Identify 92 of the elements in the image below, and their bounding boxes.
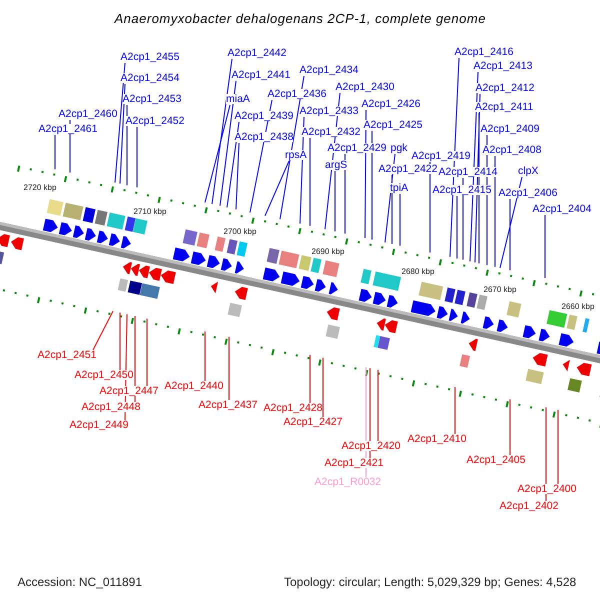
gene-label: A2cp1_2453 — [122, 94, 182, 104]
gene-label: A2cp1_2433 — [300, 106, 358, 116]
gene-label: A2cp1_2438 — [234, 132, 294, 142]
position-label: 2660 kbp — [562, 303, 594, 311]
leader-line — [454, 386, 456, 434]
gene-label: A2cp1_2414 — [438, 166, 498, 177]
leader-line — [322, 357, 324, 418]
gene-label: tpiA — [390, 182, 408, 193]
gene-label: A2cp1_2411 — [475, 102, 534, 112]
leader-line — [212, 58, 232, 205]
gene-label: argS — [325, 160, 348, 170]
gene-label: A2cp1_2409 — [480, 124, 540, 134]
gene-label: A2cp1_2421 — [324, 458, 384, 468]
gene-label: A2cp1_2406 — [498, 188, 558, 198]
gene-label: A2cp1_2404 — [532, 204, 592, 214]
leader-line — [92, 310, 114, 350]
gene-label: A2cp1_2402 — [500, 500, 558, 511]
leader-line — [120, 84, 126, 184]
position-label: 2720 kbp — [24, 184, 56, 192]
gene-label: A2cp1_2460 — [58, 108, 118, 119]
gene-label: A2cp1_2432 — [302, 126, 360, 137]
gene-label: clpX — [518, 166, 538, 176]
leader-line — [450, 58, 460, 258]
gene-label: miaA — [226, 94, 250, 104]
leader-line — [344, 154, 346, 234]
gene-label: A2cp1_2461 — [38, 124, 98, 134]
leader-line — [54, 134, 56, 170]
position-label: 2710 kbp — [134, 208, 166, 216]
gene-label: A2cp1_2442 — [228, 48, 286, 58]
leader-line — [364, 110, 366, 239]
gene-label: A2cp1_2455 — [120, 52, 180, 62]
gene-label: A2cp1_2450 — [74, 370, 134, 380]
leader-line — [146, 318, 148, 386]
gene-label: A2cp1_2448 — [82, 402, 140, 412]
gene-label: A2cp1_2430 — [336, 82, 394, 92]
gene-label: A2cp1_2436 — [268, 88, 326, 99]
leader-line — [544, 214, 546, 278]
gene-label: A2cp1_2437 — [198, 400, 258, 410]
gene-label: A2cp1_2422 — [378, 164, 438, 174]
gene-label: A2cp1_2440 — [164, 380, 224, 391]
gene-label: A2cp1_2429 — [328, 142, 386, 153]
gene-label: A2cp1_2447 — [100, 386, 158, 396]
position-label: 2700 kbp — [224, 228, 256, 236]
leader-line — [228, 336, 230, 400]
genome-stats-text: Topology: circular; Length: 5,029,329 bp; Genes: 4,528 — [284, 576, 576, 588]
gene-label: A2cp1_2413 — [474, 60, 532, 71]
gene-label: A2cp1_2441 — [232, 70, 290, 80]
gene-label: A2cp1_2408 — [482, 144, 542, 155]
gene-label: A2cp1_2410 — [408, 434, 466, 444]
leader-line — [220, 80, 236, 206]
gene-label: A2cp1_2419 — [412, 150, 470, 161]
position-label: 2680 kbp — [402, 268, 434, 276]
accession-text: Accession: NC_011891 — [18, 576, 142, 588]
leader-line — [204, 331, 206, 382]
position-label: 2670 kbp — [484, 286, 516, 294]
gene-label: A2cp1_2449 — [70, 420, 128, 430]
leader-line — [226, 122, 240, 208]
gene-label: A2cp1_2415 — [432, 184, 492, 195]
gene-label: A2cp1_2426 — [362, 98, 420, 109]
leader-line — [134, 315, 136, 402]
gene-label: A2cp1_2427 — [284, 416, 342, 427]
gene-label: A2cp1_2454 — [120, 72, 180, 83]
gene-label: A2cp1_2412 — [476, 82, 534, 93]
gene-label: A2cp1_2405 — [466, 454, 526, 465]
gene-label: A2cp1_R0032 — [314, 476, 382, 487]
gene-label: A2cp1_2416 — [454, 46, 514, 57]
leader-line — [280, 76, 304, 220]
gene-label: pgk — [390, 142, 408, 153]
gene-label: A2cp1_2439 — [234, 110, 294, 121]
leader-line — [462, 178, 464, 260]
position-label: 2690 kbp — [312, 248, 344, 256]
leader-line — [136, 126, 138, 188]
leader-line — [494, 156, 496, 268]
leader-line — [300, 116, 304, 224]
leader-line — [114, 62, 126, 184]
gene-label: A2cp1_2434 — [300, 64, 358, 75]
leader-line — [204, 104, 230, 203]
gene-label: A2cp1_2400 — [518, 484, 576, 494]
genome-title: Anaeromyxobacter dehalogenans 2CP-1, complete genome — [114, 12, 486, 24]
gene-label: A2cp1_2451 — [38, 350, 96, 360]
leader-line — [126, 104, 128, 186]
gene-label: A2cp1_2428 — [264, 402, 322, 413]
leader-line — [456, 196, 458, 259]
leader-line — [264, 160, 290, 216]
gene-label: A2cp1_2452 — [126, 116, 184, 126]
leader-line — [500, 176, 522, 268]
leader-line — [478, 112, 480, 264]
leader-line — [236, 142, 240, 210]
gene-label: A2cp1_2420 — [342, 440, 400, 451]
gene-label: rpsA — [285, 150, 307, 160]
gene-label: A2cp1_2425 — [364, 120, 422, 130]
leader-line — [334, 170, 336, 232]
